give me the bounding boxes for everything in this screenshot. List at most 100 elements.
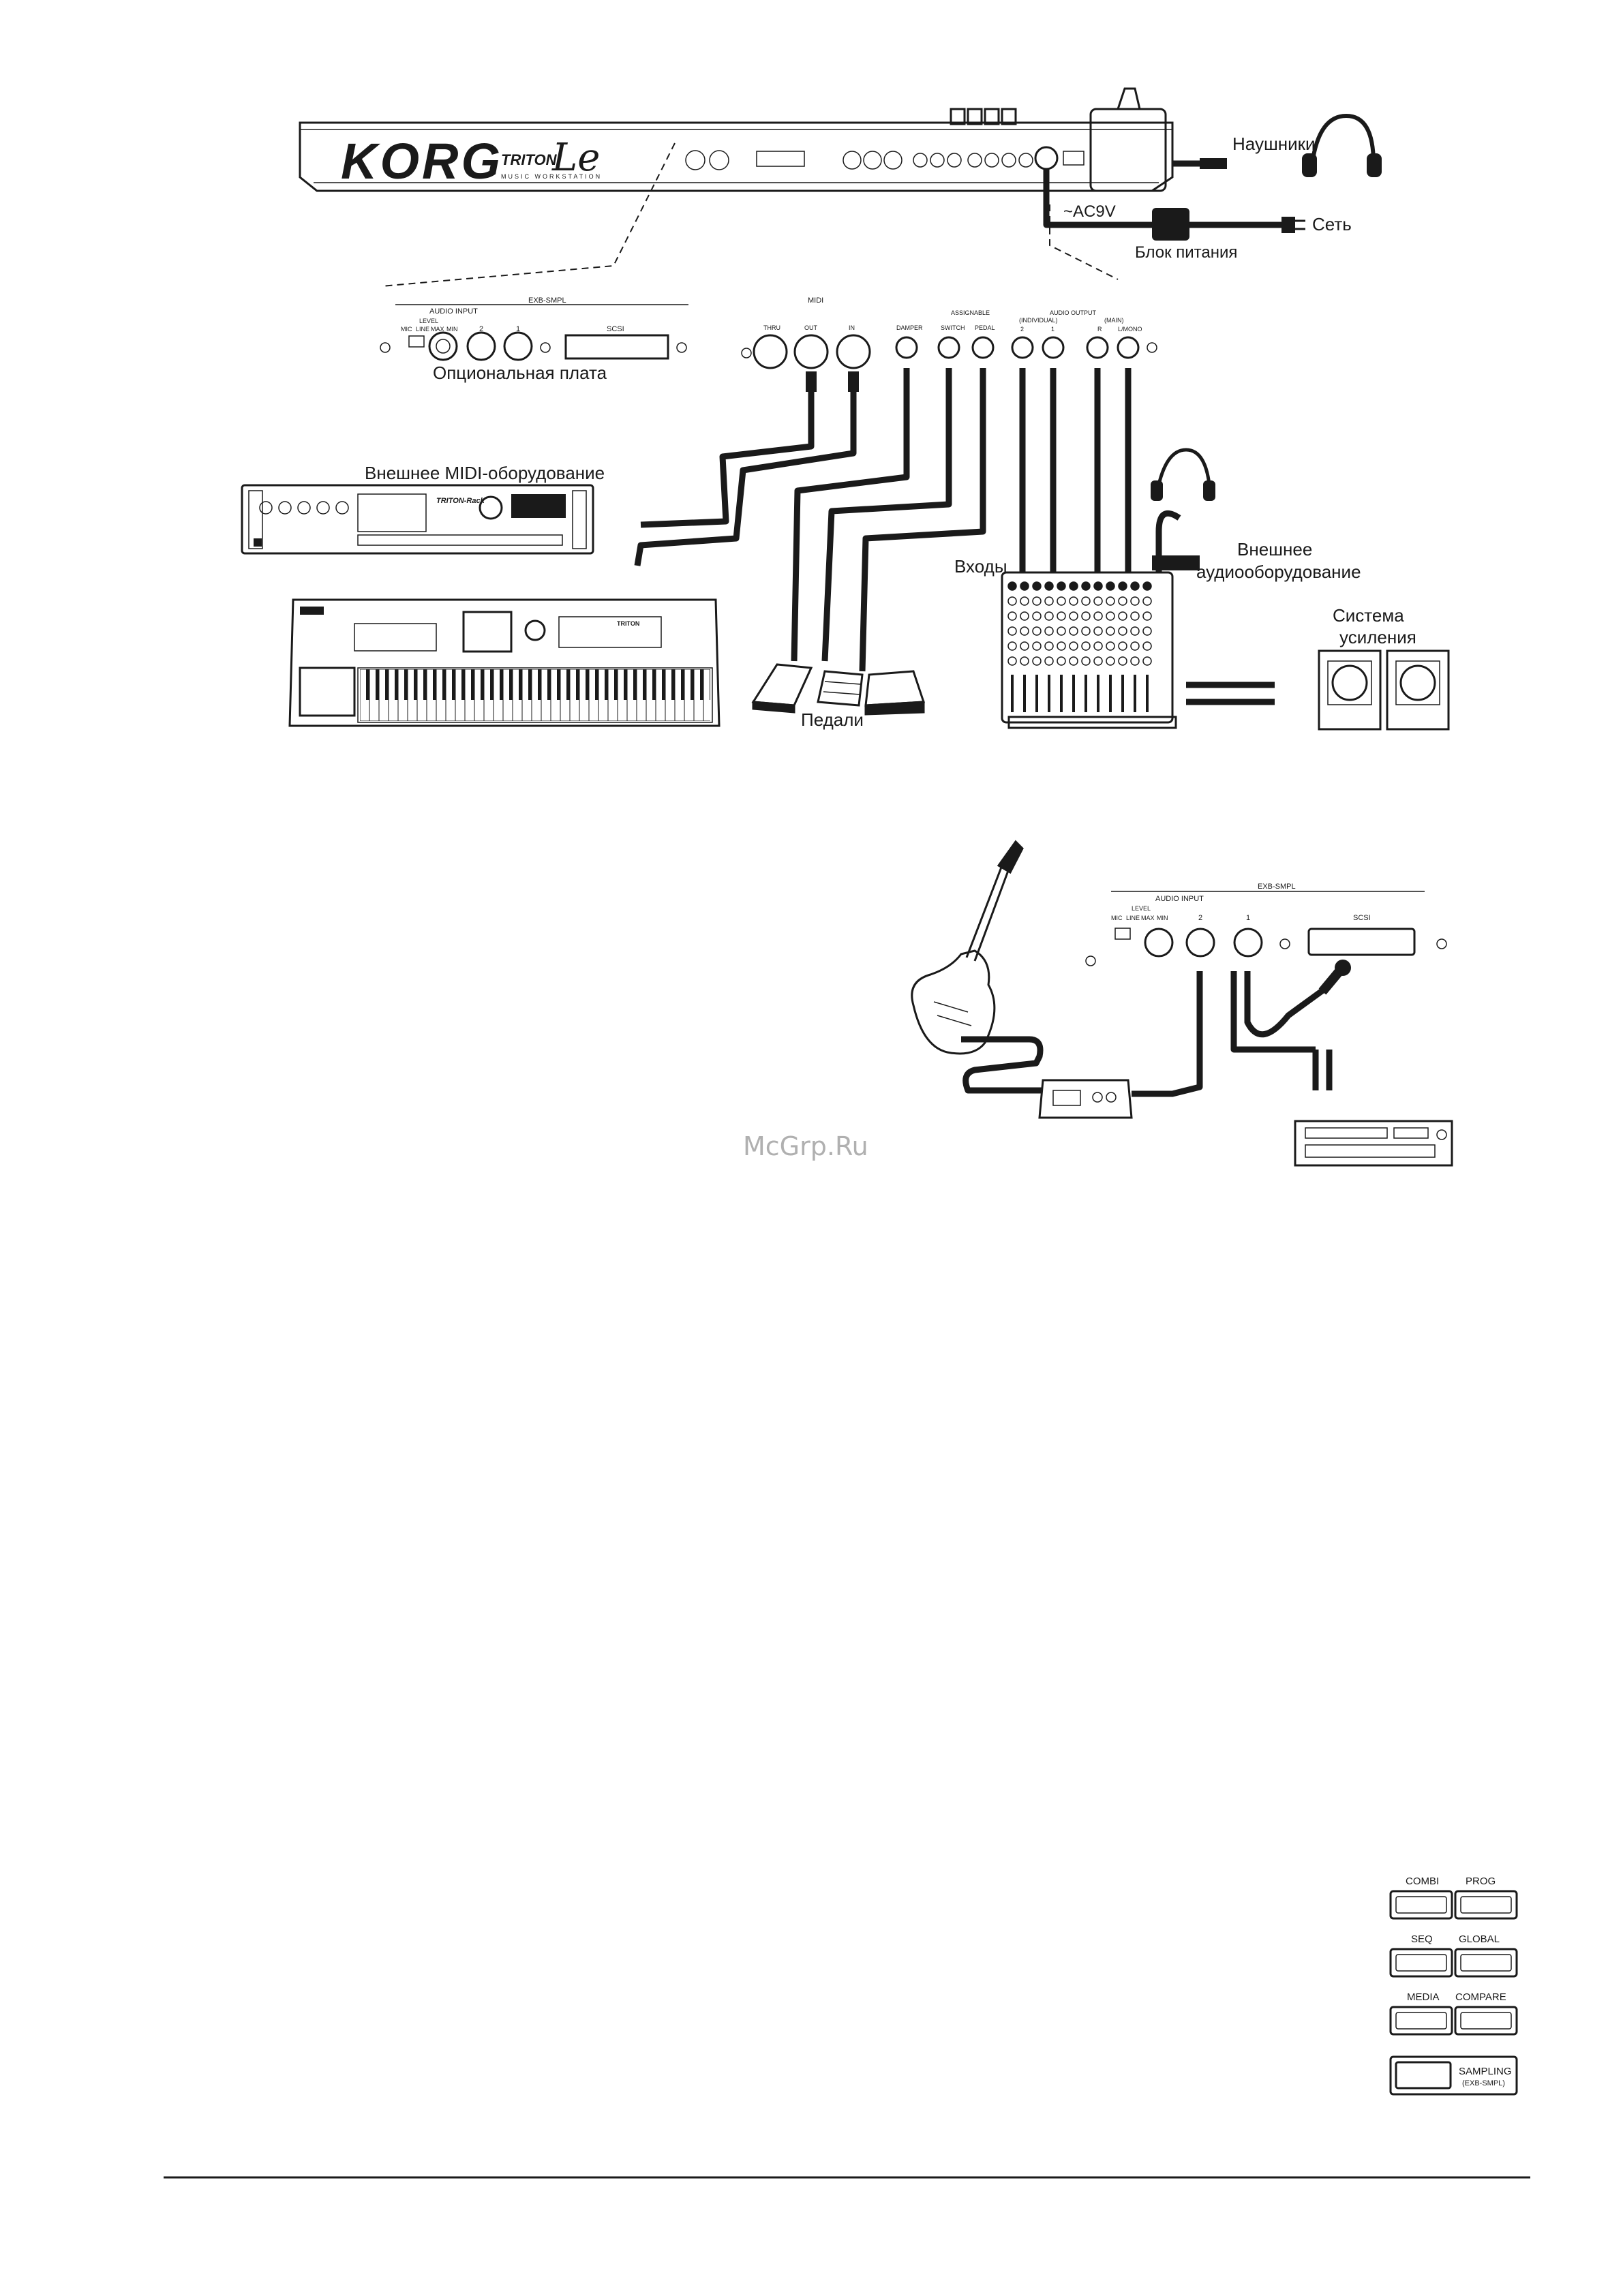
- svg-text:MIN: MIN: [1157, 915, 1168, 921]
- svg-text:1: 1: [1246, 914, 1250, 922]
- mixer-knob: [1081, 626, 1091, 636]
- svg-text:Педали: Педали: [801, 709, 864, 730]
- mixer-knob: [1020, 656, 1029, 666]
- mixer-knob: [1069, 596, 1078, 606]
- mixer-knob: [1118, 626, 1127, 636]
- mixer-knob: [1142, 656, 1152, 666]
- mixer-knob: [1032, 581, 1042, 591]
- mixer-knob: [1081, 581, 1091, 591]
- mixer-knob: [1093, 626, 1103, 636]
- svg-text:TRITON: TRITON: [617, 620, 639, 627]
- mixer-knob: [1007, 596, 1017, 606]
- mixer-knob: [1106, 656, 1115, 666]
- svg-text:R: R: [1097, 326, 1102, 333]
- svg-text:MIC: MIC: [401, 326, 412, 333]
- mixer-knob: [1118, 596, 1127, 606]
- sampling-panel: EXB-SMPL AUDIO INPUT LEVEL MIC LINE MAX …: [1085, 883, 1447, 966]
- model-sub: MUSIC WORKSTATION: [501, 173, 602, 180]
- svg-text:Система: Система: [1333, 605, 1404, 626]
- io-panel: MIDI THRU OUT IN DAMPER ASSIGNABLE SWITC…: [741, 296, 1157, 369]
- model-line: TRITON: [501, 151, 558, 168]
- svg-text:усиления: усиления: [1339, 627, 1416, 647]
- svg-text:AUDIO INPUT: AUDIO INPUT: [429, 307, 478, 316]
- power-supply: ~AC9V Сеть Блок питания: [1043, 169, 1352, 262]
- mixer-knob: [1069, 581, 1078, 591]
- mixer-knobs: [1007, 581, 1152, 712]
- svg-text:2: 2: [1198, 914, 1202, 922]
- svg-text:OUT: OUT: [804, 324, 818, 331]
- amplifier-system: Система усиления: [1186, 605, 1450, 731]
- mixer-knob: [1130, 611, 1140, 621]
- model-suffix: Le: [551, 136, 600, 180]
- mixer-knob: [1130, 581, 1140, 591]
- mixer-headphones: [1151, 448, 1215, 501]
- mixer-knob: [1118, 581, 1127, 591]
- mixer-knob: [1093, 656, 1103, 666]
- svg-text:LINE: LINE: [1126, 915, 1140, 921]
- mixer-knob: [1044, 611, 1054, 621]
- mixer-knob: [1057, 626, 1066, 636]
- mixer-knob: [1106, 596, 1115, 606]
- mixer-knob: [1020, 581, 1029, 591]
- mixer-knob: [1057, 611, 1066, 621]
- option-board-panel: EXB-SMPL AUDIO INPUT LEVEL MIC LINE MAX …: [380, 296, 688, 383]
- svg-text:1: 1: [1051, 326, 1055, 333]
- mixer-knob: [1130, 656, 1140, 666]
- midi-cables: [634, 371, 859, 566]
- svg-text:SCSI: SCSI: [1353, 914, 1371, 922]
- mixer-knob: [1106, 641, 1115, 651]
- mixer-knob: [1032, 656, 1042, 666]
- mixer-fader: [1097, 675, 1099, 712]
- svg-text:MAX: MAX: [431, 326, 444, 333]
- effect-processor: [1038, 971, 1203, 1119]
- watermark: McGrp.Ru: [743, 1131, 868, 1161]
- mixer-knob: [1069, 611, 1078, 621]
- mixer-knob: [1057, 641, 1066, 651]
- mixer-knob: [1007, 641, 1017, 651]
- mixer-knob: [1020, 611, 1029, 621]
- svg-text:2: 2: [1020, 326, 1024, 333]
- zoom-line-left: [381, 142, 676, 287]
- svg-text:~AC9V: ~AC9V: [1063, 202, 1116, 221]
- mixer-knob: [1032, 596, 1042, 606]
- mixer-knob: [1130, 596, 1140, 606]
- mixer-knob: [1081, 641, 1091, 651]
- mixer-knob: [1130, 626, 1140, 636]
- mixer-knob: [1081, 656, 1091, 666]
- zoom-line-right: [1049, 204, 1119, 280]
- svg-text:AUDIO OUTPUT: AUDIO OUTPUT: [1050, 309, 1097, 316]
- svg-text:DAMPER: DAMPER: [896, 324, 923, 331]
- mixer-knob: [1057, 596, 1066, 606]
- svg-text:EXB-SMPL: EXB-SMPL: [1258, 883, 1296, 891]
- svg-text:MAX: MAX: [1141, 915, 1155, 921]
- mixer-knob: [1142, 641, 1152, 651]
- svg-text:EXB-SMPL: EXB-SMPL: [528, 296, 566, 305]
- mixer-fader: [1011, 675, 1014, 712]
- mixer-knob: [1142, 581, 1152, 591]
- svg-text:(EXB-SMPL): (EXB-SMPL): [1462, 2079, 1505, 2087]
- mixer-knob: [1057, 581, 1066, 591]
- mixer-knob: [1118, 611, 1127, 621]
- keyboard-keys: [360, 669, 710, 721]
- mixer-fader: [1072, 675, 1075, 712]
- mixer-knob: [1044, 596, 1054, 606]
- svg-text:COMPARE: COMPARE: [1455, 1991, 1506, 2003]
- svg-text:Наушники: Наушники: [1232, 134, 1316, 154]
- svg-text:THRU: THRU: [763, 324, 780, 331]
- mixer-knob: [1007, 611, 1017, 621]
- pedal-cables: [791, 368, 986, 672]
- svg-text:2: 2: [479, 325, 483, 333]
- mixer-knob: [1118, 656, 1127, 666]
- external-audio-label-1: Внешнее: [1237, 539, 1312, 560]
- mixer-knob: [1020, 626, 1029, 636]
- electric-guitar: [911, 840, 1044, 1094]
- svg-text:MIDI: MIDI: [808, 296, 823, 305]
- mixer-knob: [1007, 656, 1017, 666]
- mixer-fader: [1146, 675, 1149, 712]
- mixer-knob: [1106, 611, 1115, 621]
- svg-text:MIC: MIC: [1111, 915, 1123, 921]
- mixer-fader: [1048, 675, 1050, 712]
- midi-rack-unit: Внешнее MIDI-оборудование TRITON-Rack: [241, 463, 605, 555]
- mixer-knob: [1081, 611, 1091, 621]
